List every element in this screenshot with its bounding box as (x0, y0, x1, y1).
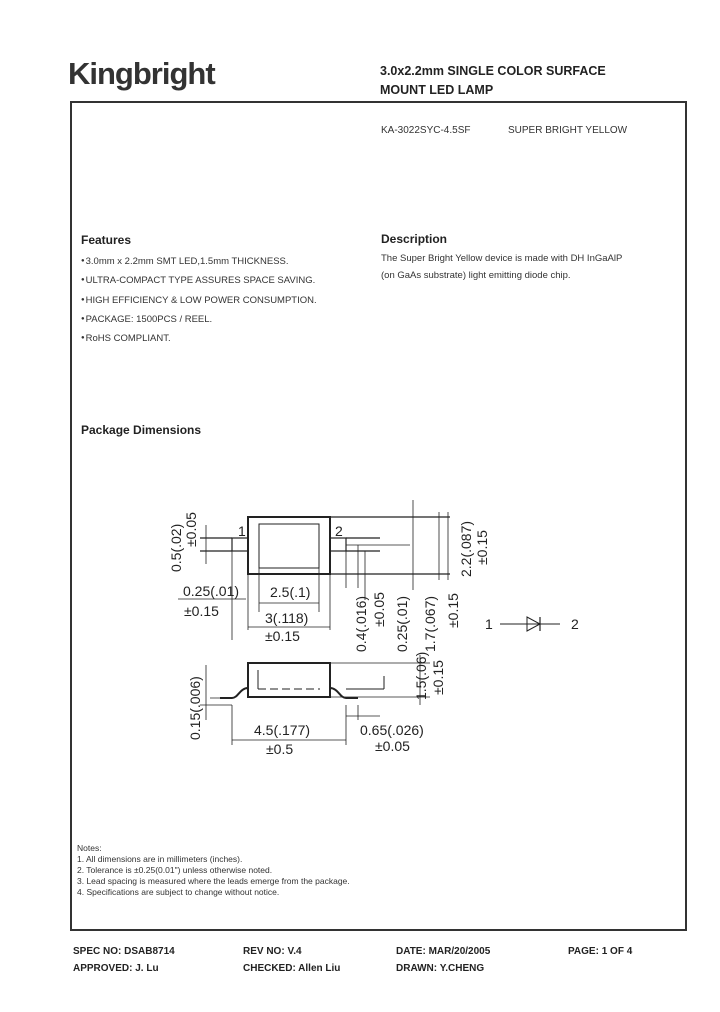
title-line-2: MOUNT LED LAMP (380, 83, 494, 97)
notes-block: Notes: 1. All dimensions are in millimet… (77, 843, 350, 898)
package-dimensions-heading: Package Dimensions (81, 423, 202, 437)
feature-item: 3.0mm x 2.2mm SMT LED,1.5mm THICKNESS. (81, 252, 317, 271)
part-description: SUPER BRIGHT YELLOW (508, 125, 628, 136)
description-heading: Description (381, 232, 448, 246)
dim-v1: 0.4(.016) (353, 596, 369, 652)
document-title: 3.0x2.2mm SINGLE COLOR SURFACE MOUNT LED… (380, 62, 606, 100)
lead-2 (329, 537, 347, 552)
schematic-pin-1: 1 (485, 616, 493, 632)
description-line: The Super Bright Yellow device is made w… (381, 253, 623, 264)
led-body-side-view (247, 662, 331, 698)
dim-lead-height-tol: ±0.05 (183, 512, 199, 547)
approved-by: APPROVED: J. Lu (73, 963, 159, 974)
page-number: PAGE: 1 OF 4 (568, 946, 633, 957)
led-body-inner (258, 523, 320, 569)
pin-1-label: 1 (238, 523, 246, 539)
features-heading: Features (81, 233, 132, 247)
dim-thickness: 1.5(.06) (413, 652, 429, 700)
feature-item: RoHS COMPLIANT. (81, 329, 317, 348)
spec-number: SPEC NO: DSAB8714 (73, 946, 175, 957)
part-number: KA-3022SYC-4.5SF (381, 125, 471, 136)
dim-pad-tol: ±0.05 (375, 738, 410, 754)
lead-1 (231, 537, 249, 552)
note-item: 4. Specifications are subject to change … (77, 887, 280, 897)
dim-side-lead-thickness: 0.15(.006) (187, 676, 203, 740)
feature-item: PACKAGE: 1500PCS / REEL. (81, 310, 317, 329)
dim-lead-width-tol: ±0.15 (184, 603, 219, 619)
dim-thickness-tol: ±0.15 (430, 660, 446, 695)
title-line-1: 3.0x2.2mm SINGLE COLOR SURFACE (380, 64, 606, 78)
date: DATE: MAR/20/2005 (396, 946, 491, 957)
dim-v3-tol: ±0.15 (445, 593, 461, 628)
features-list: 3.0mm x 2.2mm SMT LED,1.5mm THICKNESS. U… (81, 252, 317, 348)
diode-triangle (526, 616, 542, 632)
revision-number: REV NO: V.4 (243, 946, 302, 957)
kingbright-logo: Kingbright (68, 56, 216, 91)
schematic-pin-2: 2 (571, 616, 579, 632)
dim-pad: 0.65(.026) (360, 722, 424, 738)
dim-body-height: 2.2(.087) (458, 521, 474, 577)
dim-total-length-tol: ±0.5 (266, 741, 293, 757)
note-item: 1. All dimensions are in millimeters (in… (77, 854, 243, 864)
notes-heading: Notes: (77, 843, 102, 853)
dim-inner-width: 2.5(.1) (270, 584, 310, 600)
note-item: 2. Tolerance is ±0.25(0.01") unless othe… (77, 865, 273, 875)
drawn-by: DRAWN: Y.CHENG (396, 963, 485, 974)
feature-item: ULTRA-COMPACT TYPE ASSURES SPACE SAVING. (81, 271, 317, 290)
feature-item: HIGH EFFICIENCY & LOW POWER CONSUMPTION. (81, 291, 317, 310)
dim-body-width-tol: ±0.15 (265, 628, 300, 644)
description-line: (on GaAs substrate) light emitting diode… (381, 270, 571, 281)
dim-body-height-tol: ±0.15 (474, 530, 490, 565)
content-frame (70, 101, 687, 931)
description-text: The Super Bright Yellow device is made w… (381, 250, 641, 284)
dim-v3: 1.7(.067) (422, 596, 438, 652)
checked-by: CHECKED: Allen Liu (243, 963, 341, 974)
note-item: 3. Lead spacing is measured where the le… (77, 876, 350, 886)
led-body-top-view (247, 516, 331, 575)
dim-lead-width: 0.25(.01) (183, 583, 239, 599)
pin-2-label: 2 (335, 523, 343, 539)
dim-v2: 0.25(.01) (394, 596, 410, 652)
dim-total-length: 4.5(.177) (254, 722, 310, 738)
dim-v1-tol: ±0.05 (371, 592, 387, 627)
dim-lead-height: 0.5(.02) (168, 524, 184, 572)
dim-body-width: 3(.118) (265, 610, 308, 626)
